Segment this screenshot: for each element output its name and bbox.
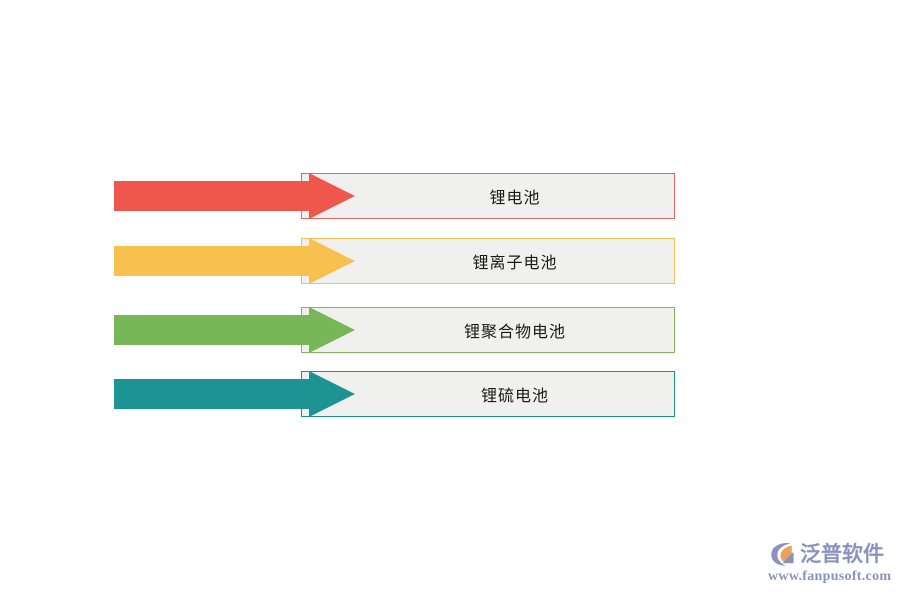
watermark-url: www.fanpusoft.com <box>768 569 892 584</box>
watermark-brand-row: 泛普软件 <box>768 538 894 570</box>
row-text-panel[interactable] <box>301 371 675 417</box>
row-label: 锂离子电池 <box>472 253 558 272</box>
row-stem-block <box>114 315 275 345</box>
row-arrow-icon <box>269 173 355 219</box>
row-text-panel[interactable] <box>301 307 675 353</box>
row-text-panel[interactable] <box>301 173 675 219</box>
row-label: 锂硫电池 <box>480 386 549 405</box>
row-stem-block <box>114 181 275 211</box>
row-stem-block <box>114 379 275 409</box>
row-arrow-icon <box>269 371 355 417</box>
fanpu-swoosh-logo-icon <box>771 543 794 566</box>
row-arrow-icon <box>269 238 355 284</box>
watermark-brand-name: 泛普软件 <box>800 542 884 566</box>
row-label: 锂聚合物电池 <box>463 322 566 341</box>
row-label: 锂电池 <box>489 188 541 207</box>
row-text-panel[interactable] <box>301 238 675 284</box>
row-stem-block <box>114 246 275 276</box>
watermark-logo: 泛普软件 www.fanpusoft.com <box>768 538 894 590</box>
row-arrow-icon <box>269 307 355 353</box>
